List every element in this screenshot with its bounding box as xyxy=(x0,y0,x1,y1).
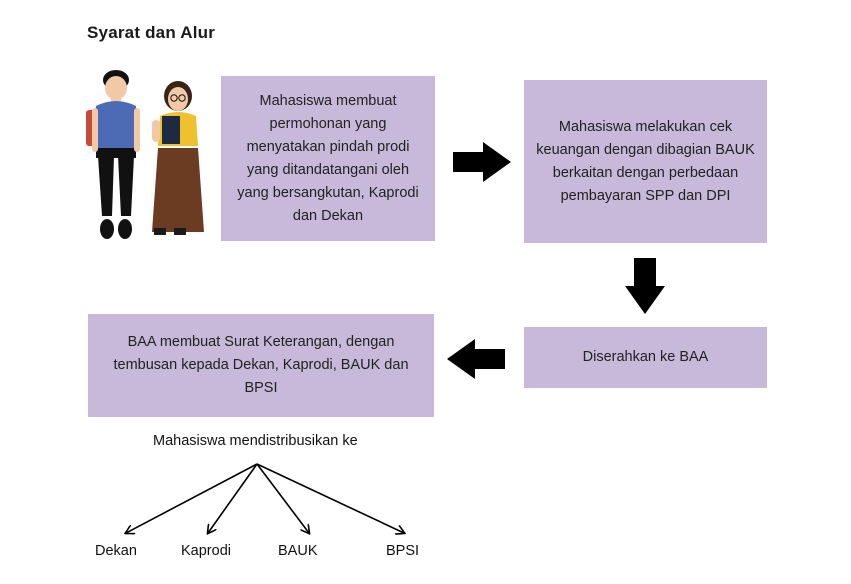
target-bpsi: BPSI xyxy=(386,543,420,559)
step-1-text: Mahasiswa membuat permohonan yang menyat… xyxy=(237,92,419,224)
step-2-text: Mahasiswa melakukan cek keuangan dengan … xyxy=(536,118,755,204)
step-3-text: Diserahkan ke BAA xyxy=(582,349,709,365)
girl-figure xyxy=(152,81,204,235)
arrow-to-dekan xyxy=(126,463,258,533)
step-2-box: Mahasiswa melakukan cek keuangan dengan … xyxy=(524,80,767,243)
target-bauk: BAUK xyxy=(278,543,318,559)
step-4-box: BAA membuat Surat Keterangan, dengan tem… xyxy=(88,314,434,417)
arrow-to-kaprodi xyxy=(208,463,258,533)
students-illustration xyxy=(86,70,204,239)
arrow-to-bpsi xyxy=(256,463,404,533)
arrow-to-bauk xyxy=(256,463,309,533)
step-3-box: Diserahkan ke BAA xyxy=(524,327,767,388)
target-kaprodi: Kaprodi xyxy=(181,543,231,559)
step-1-box: Mahasiswa membuat permohonan yang menyat… xyxy=(221,76,435,241)
arrow-down-icon xyxy=(625,258,665,314)
arrow-left-icon xyxy=(447,339,505,379)
step-4-text: BAA membuat Surat Keterangan, dengan tem… xyxy=(113,334,409,396)
target-dekan: Dekan xyxy=(95,543,137,559)
arrow-right-icon xyxy=(453,142,511,182)
page-title: Syarat dan Alur xyxy=(87,23,216,42)
distribution-label: Mahasiswa mendistribusikan ke xyxy=(153,433,358,449)
boy-figure xyxy=(86,70,140,239)
